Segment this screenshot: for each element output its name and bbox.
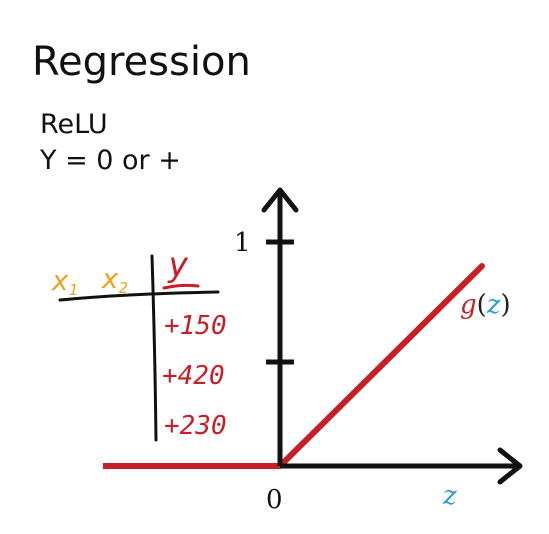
function-close-paren: ): [501, 290, 511, 320]
feature-header-x1-letter: x: [51, 264, 69, 297]
subtitle-activation: ReLU: [40, 109, 108, 140]
function-open-paren: (: [477, 290, 487, 320]
function-variable: z: [486, 290, 501, 320]
target-value-2: +420: [162, 361, 225, 391]
feature-header-x1-subscript: 1: [69, 281, 78, 299]
target-value-3: +230: [164, 411, 227, 441]
table-column-rule: [150, 254, 158, 442]
vertical-axis-arrowhead: [261, 187, 299, 213]
target-header-y: y: [167, 245, 189, 285]
feature-header-x2-letter: x: [101, 262, 119, 295]
feature-header-x2-subscript: 2: [119, 279, 128, 297]
table-header-rule: [58, 290, 220, 302]
subtitle-output-range: Y = 0 or +: [40, 145, 181, 176]
y-tick-label: 1: [234, 228, 251, 258]
training-data-table: x1 x2 y +150 +420 +230: [51, 245, 227, 442]
slide-title: Regression: [32, 39, 251, 85]
x-axis-label: z: [442, 481, 457, 511]
horizontal-axis-arrowhead: [497, 447, 523, 485]
feature-header-x1: x1: [51, 264, 78, 299]
target-value-1: +150: [164, 311, 227, 341]
feature-header-x2: x2: [101, 262, 128, 297]
function-label: g(z): [460, 290, 511, 320]
origin-label: 0: [266, 485, 283, 515]
relu-positive-segment: [277, 263, 485, 469]
function-name: g: [460, 290, 477, 320]
target-header-underline: [162, 283, 200, 290]
